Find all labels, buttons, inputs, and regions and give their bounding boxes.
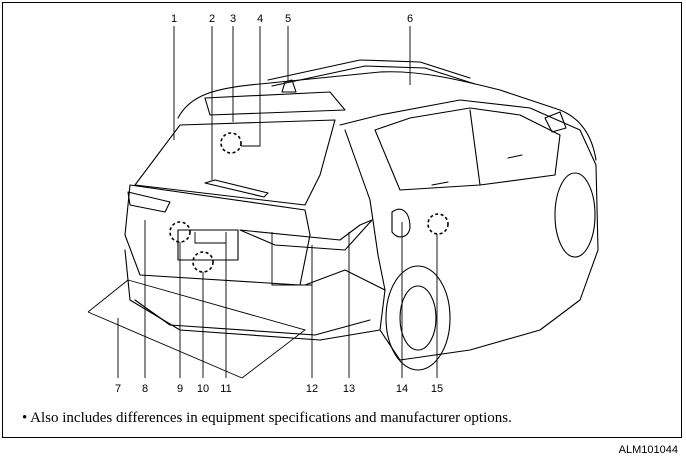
antenna bbox=[281, 79, 297, 93]
rear-spoiler bbox=[204, 91, 346, 116]
rear-combination-lamp-left bbox=[127, 191, 171, 213]
callout-2: 2 bbox=[209, 13, 215, 25]
callout-15: 15 bbox=[431, 383, 443, 395]
door-handle bbox=[431, 154, 523, 186]
rear-camera-marker bbox=[220, 132, 242, 154]
front-wheel bbox=[554, 172, 596, 258]
callout-4: 4 bbox=[257, 13, 263, 25]
figure-frame bbox=[2, 2, 682, 438]
side-windows bbox=[374, 107, 561, 191]
callout-8: 8 bbox=[142, 383, 148, 395]
fuel-filler-door bbox=[391, 208, 411, 238]
leader-12 bbox=[271, 232, 313, 378]
leader-7 bbox=[87, 279, 306, 379]
rear-combination-lamp-right bbox=[239, 219, 373, 251]
callout-5: 5 bbox=[285, 13, 291, 25]
fuel-door-marker bbox=[427, 213, 449, 235]
callout-10: 10 bbox=[197, 383, 209, 395]
callout-3: 3 bbox=[230, 13, 236, 25]
callout-11: 11 bbox=[220, 383, 231, 395]
callout-1: 1 bbox=[171, 13, 177, 25]
tailgate bbox=[124, 184, 311, 286]
rear-wheel-hub bbox=[399, 285, 437, 351]
tailgate-switch-marker bbox=[169, 221, 191, 243]
callout-12: 12 bbox=[306, 383, 318, 395]
rear-bumper bbox=[124, 249, 386, 341]
vehicle-roof bbox=[177, 71, 597, 161]
leader-4 bbox=[241, 26, 261, 147]
rear-window bbox=[134, 119, 336, 206]
callout-9: 9 bbox=[177, 383, 183, 395]
vehicle-side-upper bbox=[339, 99, 597, 166]
license-plate-area bbox=[177, 229, 239, 261]
rear-wheel bbox=[385, 265, 451, 371]
license-lamp-marker bbox=[192, 251, 214, 273]
callout-6: 6 bbox=[407, 13, 413, 25]
callout-7: 7 bbox=[115, 383, 121, 395]
callout-13: 13 bbox=[343, 383, 355, 395]
rear-wiper bbox=[204, 179, 269, 198]
vehicle-side-body bbox=[344, 129, 599, 361]
side-mirror bbox=[544, 111, 567, 133]
leader-11 bbox=[194, 232, 227, 378]
figure-code: ALM101044 bbox=[618, 444, 678, 456]
callout-14: 14 bbox=[396, 383, 408, 395]
bumper-lower bbox=[134, 299, 371, 336]
footnote: • Also includes differences in equipment… bbox=[22, 410, 512, 426]
roof-rail bbox=[267, 59, 476, 87]
